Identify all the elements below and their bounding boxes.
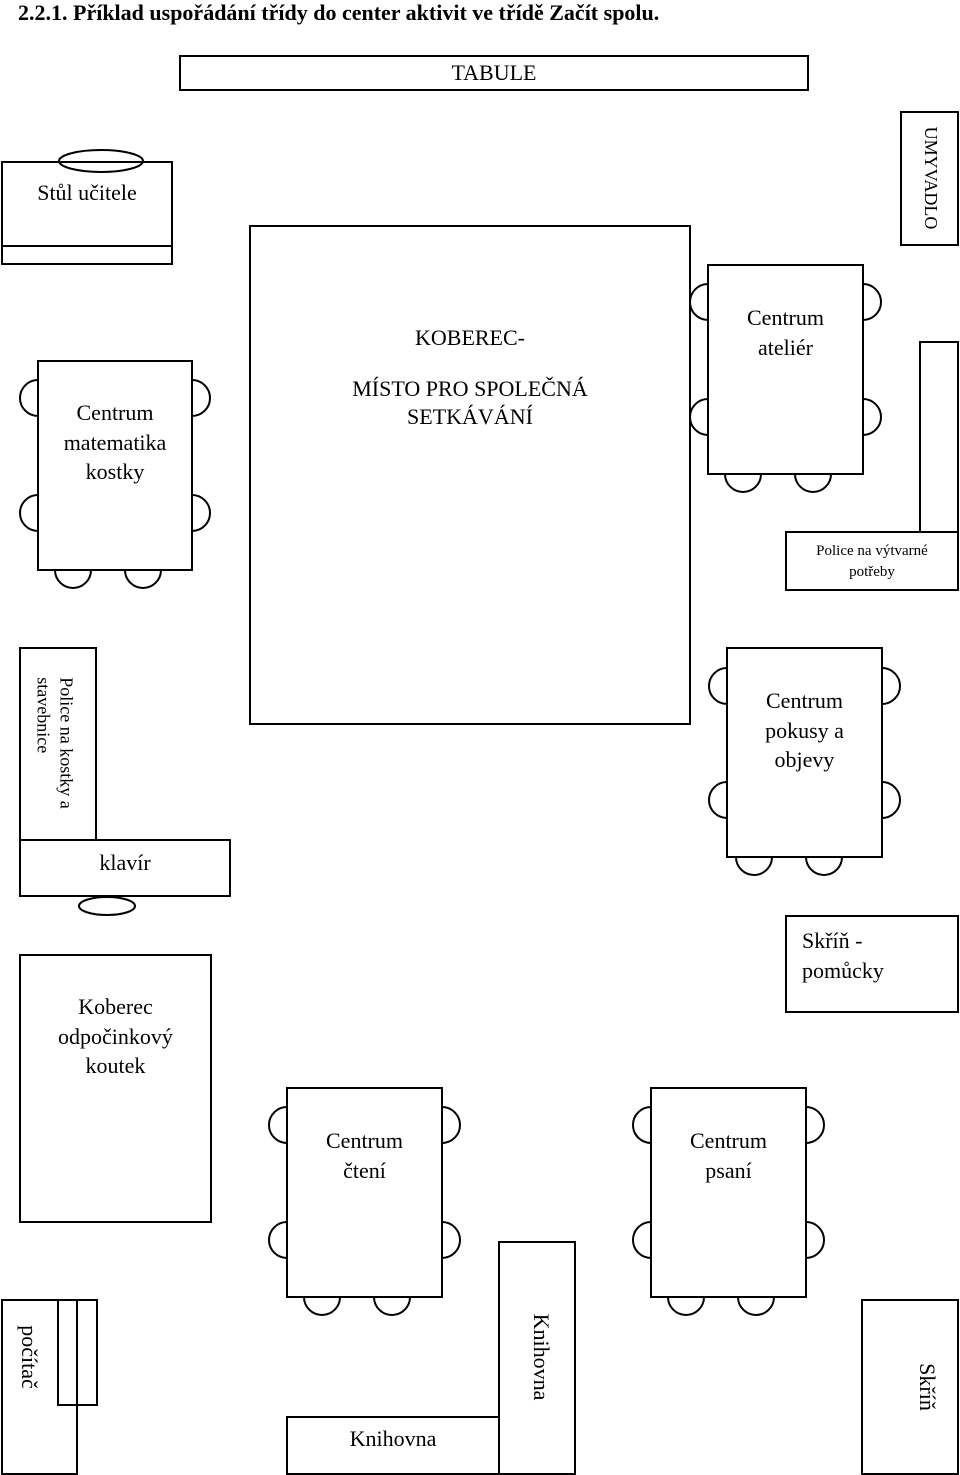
teacher-desk	[1, 161, 173, 265]
bookcase-vertical	[498, 1241, 576, 1475]
sink	[900, 111, 959, 246]
science-centre-label: Centrum pokusy a objevy	[727, 686, 882, 775]
math-centre-table	[37, 360, 193, 571]
piano	[19, 839, 231, 897]
right-cabinet-label: Skříň	[915, 1363, 941, 1411]
blocks-shelf-line-2: stavebnice	[34, 677, 54, 754]
math-chair-bottom-2	[124, 569, 162, 589]
writing-centre-line-2: psaní	[705, 1157, 752, 1183]
atelier-chair-bottom-2	[794, 473, 832, 493]
art-shelf-line-1: Police na výtvarné	[816, 543, 928, 559]
art-supplies-shelf	[785, 531, 959, 591]
writing-chair-left-1	[632, 1106, 652, 1144]
chairs-group	[19, 283, 901, 1316]
piano-label: klavír	[99, 850, 151, 875]
atelier-chair-right-2	[862, 398, 882, 436]
rest-carpet-label: Koberec odpočinkový koutek	[20, 992, 211, 1081]
meeting-carpet-line-3: SETKÁVÁNÍ	[407, 404, 533, 430]
rest-carpet-line-1: Koberec	[78, 994, 153, 1019]
sink-label: UMYVADLO	[920, 126, 941, 230]
reading-centre-line-2: čtení	[343, 1157, 386, 1183]
writing-chair-right-1	[805, 1106, 825, 1144]
writing-chair-left-2	[632, 1221, 652, 1259]
math-chair-left-1	[19, 379, 39, 417]
aids-cabinet-line-2: pomůcky	[802, 957, 884, 983]
math-centre-label: Centrum matematika kostky	[38, 398, 192, 487]
reading-chair-right-2	[441, 1221, 461, 1259]
atelier-centre-line-1: Centrum	[747, 305, 824, 330]
atelier-chair-right-1	[862, 283, 882, 321]
science-chair-right-1	[881, 667, 901, 705]
reading-chair-bottom-1	[303, 1296, 341, 1316]
computer-label: počítač	[17, 1325, 43, 1389]
reading-chair-bottom-2	[373, 1296, 411, 1316]
science-centre-table	[726, 647, 883, 858]
atelier-centre-table	[707, 264, 864, 475]
science-chair-bottom-2	[805, 856, 843, 876]
reading-centre-label: Centrum čtení	[287, 1126, 442, 1185]
math-chair-right-2	[191, 494, 211, 532]
aids-cabinet-line-1: Skříň -	[802, 928, 863, 953]
science-centre-line-2: pokusy a	[765, 717, 844, 743]
atelier-centre-label: Centrum ateliér	[708, 303, 863, 362]
reading-chair-left-1	[268, 1106, 288, 1144]
reading-centre-table	[286, 1087, 443, 1298]
writing-centre-table	[650, 1087, 807, 1298]
science-centre-line-1: Centrum	[766, 688, 843, 713]
teacher-desk-label: Stůl učitele	[37, 180, 137, 205]
math-chair-left-2	[19, 494, 39, 532]
art-shelf-line-2: potřeby	[849, 564, 895, 580]
meeting-carpet-line-2: MÍSTO PRO SPOLEČNÁ	[352, 375, 588, 401]
writing-centre-line-1: Centrum	[690, 1128, 767, 1153]
right-wall-shelf	[919, 341, 959, 533]
blocks-shelf-label: Police na kostky a stavebnice	[33, 677, 78, 808]
aids-cabinet	[785, 915, 959, 1013]
art-shelf-label: Police na výtvarné potřeby	[786, 541, 958, 583]
page-heading: 2.2.1. Příklad uspořádání třídy do cente…	[18, 0, 660, 25]
math-centre-line-3: kostky	[85, 459, 145, 485]
computer-monitor	[57, 1299, 98, 1406]
math-centre-line-1: Centrum	[76, 400, 154, 425]
rest-carpet-line-3: koutek	[85, 1053, 146, 1079]
meeting-carpet-line-1: KOBEREC-	[415, 325, 525, 350]
math-chair-right-1	[191, 379, 211, 417]
computer-desk	[1, 1299, 78, 1475]
math-chair-bottom-1	[54, 569, 92, 589]
blackboard-label: TABULE	[451, 60, 537, 85]
science-chair-left-2	[708, 781, 728, 819]
writing-chair-right-2	[805, 1221, 825, 1259]
rest-carpet	[19, 954, 212, 1223]
meeting-carpet	[249, 225, 691, 725]
science-chair-right-2	[881, 781, 901, 819]
bookcase-vertical-label: Knihovna	[529, 1313, 555, 1401]
science-centre-line-3: objevy	[774, 747, 835, 773]
writing-centre-label: Centrum psaní	[651, 1126, 806, 1185]
atelier-centre-line-2: ateliér	[758, 334, 813, 360]
science-chair-left-1	[708, 667, 728, 705]
meeting-carpet-label: KOBEREC- MÍSTO PRO SPOLEČNÁ SETKÁVÁNÍ	[250, 324, 690, 432]
atelier-chair-left-1	[689, 283, 709, 321]
right-cabinet	[861, 1299, 959, 1475]
reading-centre-line-1: Centrum	[326, 1128, 403, 1153]
reading-chair-left-2	[268, 1221, 288, 1259]
writing-chair-bottom-2	[737, 1296, 775, 1316]
blocks-shelf-line-1: Police na kostky a	[56, 677, 77, 809]
bookcase-horizontal-label: Knihovna	[349, 1426, 437, 1451]
rest-carpet-line-2: odpočinkový	[58, 1023, 173, 1049]
piano-stool	[78, 896, 136, 916]
atelier-chair-left-2	[689, 398, 709, 436]
reading-chair-right-1	[441, 1106, 461, 1144]
science-chair-bottom-1	[735, 856, 773, 876]
aids-cabinet-label: Skříň - pomůcky	[802, 926, 884, 985]
writing-chair-bottom-1	[667, 1296, 705, 1316]
blackboard	[179, 55, 809, 91]
bookcase-horizontal	[286, 1416, 500, 1475]
atelier-chair-bottom-1	[724, 473, 762, 493]
math-centre-line-2: matematika	[63, 429, 167, 455]
